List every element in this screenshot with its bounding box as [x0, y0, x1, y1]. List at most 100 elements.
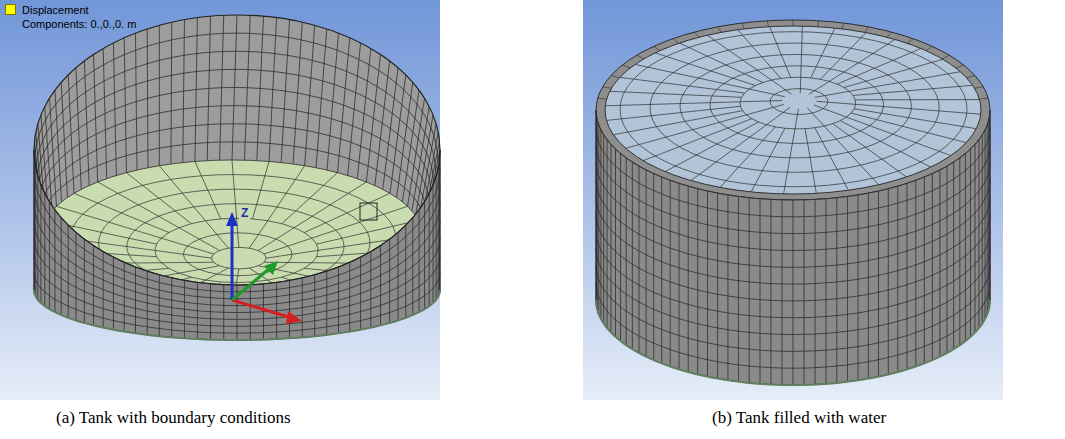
mesh-line	[836, 198, 837, 383]
mesh-line	[615, 149, 616, 337]
mesh-line	[970, 149, 971, 337]
subfigure-caption: (b) Tank filled with water	[712, 408, 886, 428]
z-arrowhead	[226, 212, 238, 226]
mesh-line	[596, 266, 990, 352]
mesh-line	[979, 98, 988, 100]
mesh-line	[897, 186, 898, 372]
mesh-line	[815, 128, 849, 190]
mesh-line	[888, 189, 889, 375]
mesh-line	[596, 214, 990, 301]
mesh-line	[781, 200, 782, 385]
mesh-line	[596, 231, 990, 318]
mesh-line	[34, 220, 440, 313]
outer-wall	[34, 150, 440, 340]
water-edge	[605, 26, 981, 194]
y-axis	[232, 268, 270, 300]
mesh-line	[956, 65, 964, 68]
tank-with-water	[596, 20, 990, 385]
mesh-line	[691, 107, 790, 180]
mesh-line	[770, 27, 791, 78]
mesh-line	[688, 186, 689, 372]
mesh-line	[837, 48, 921, 84]
mesh-line	[987, 125, 988, 314]
mesh-line	[707, 35, 791, 94]
mesh-line	[673, 39, 678, 44]
mesh-line	[738, 196, 739, 381]
mesh-line	[858, 195, 859, 380]
mesh-line	[907, 39, 912, 44]
base-edge	[596, 300, 990, 385]
mesh-line	[600, 130, 601, 319]
mesh-line	[887, 32, 892, 37]
mesh-line	[842, 23, 844, 29]
mesh-line	[811, 28, 835, 78]
x-arrowhead	[286, 311, 302, 324]
mesh-line	[989, 115, 990, 305]
mesh-line	[159, 166, 228, 249]
mesh-line	[784, 109, 799, 194]
mesh-line	[34, 238, 440, 320]
mesh-line	[195, 161, 221, 218]
mesh-line	[760, 199, 761, 384]
mesh-line	[632, 162, 633, 349]
mesh-line	[793, 200, 794, 385]
mesh-line	[942, 55, 949, 59]
mesh-line	[661, 177, 662, 363]
viewport-background	[583, 0, 1003, 400]
mesh-line	[853, 85, 973, 95]
mesh-line	[626, 158, 627, 345]
mesh-line	[847, 196, 848, 381]
mesh-line	[817, 101, 981, 114]
axis-triad	[226, 203, 377, 324]
z-axis	[231, 222, 234, 300]
legend-swatch	[5, 4, 16, 15]
mesh-line	[620, 154, 621, 342]
mesh-line	[924, 177, 925, 363]
mesh-line	[807, 108, 878, 185]
y-arrowhead	[264, 261, 278, 275]
mesh-line	[596, 283, 990, 369]
mesh-line	[815, 72, 961, 98]
mesh-line	[805, 129, 816, 194]
mesh-line	[598, 125, 599, 314]
mesh-line	[34, 273, 440, 334]
mesh-line	[626, 104, 784, 148]
mesh-line	[707, 191, 708, 376]
mesh-line	[833, 124, 907, 177]
mesh-line	[679, 183, 680, 369]
mesh-line	[646, 170, 647, 357]
mesh-line	[282, 173, 338, 224]
mesh-line	[800, 26, 802, 93]
mesh-line	[34, 203, 440, 306]
mesh-line	[605, 101, 782, 106]
x-axis	[232, 300, 292, 318]
mesh-line	[610, 91, 742, 97]
mesh-line	[770, 199, 771, 384]
mesh-line	[939, 170, 940, 357]
mesh-line	[643, 119, 752, 161]
mesh-line	[597, 120, 598, 309]
mesh-line	[975, 87, 984, 89]
mesh-line	[953, 162, 954, 349]
mesh-line	[967, 76, 975, 78]
mesh-line	[878, 191, 879, 376]
viewport-background	[0, 0, 440, 400]
water-surface	[605, 26, 981, 194]
mesh-line	[932, 174, 933, 360]
axis-label: Z	[239, 207, 250, 220]
mesh-line	[252, 161, 269, 218]
mesh-line	[793, 20, 794, 26]
mesh-line	[654, 46, 660, 50]
mesh-line	[126, 173, 191, 224]
mesh-line	[749, 198, 750, 383]
mesh-line	[596, 196, 990, 284]
mesh-line	[638, 166, 639, 353]
mesh-line	[959, 158, 960, 345]
mesh-line	[818, 21, 819, 27]
mesh-line	[742, 23, 744, 29]
mesh-line	[697, 189, 698, 375]
mesh-line	[610, 144, 611, 332]
mesh-line	[670, 180, 671, 366]
mesh-line	[751, 128, 785, 192]
mesh-line	[720, 127, 775, 188]
